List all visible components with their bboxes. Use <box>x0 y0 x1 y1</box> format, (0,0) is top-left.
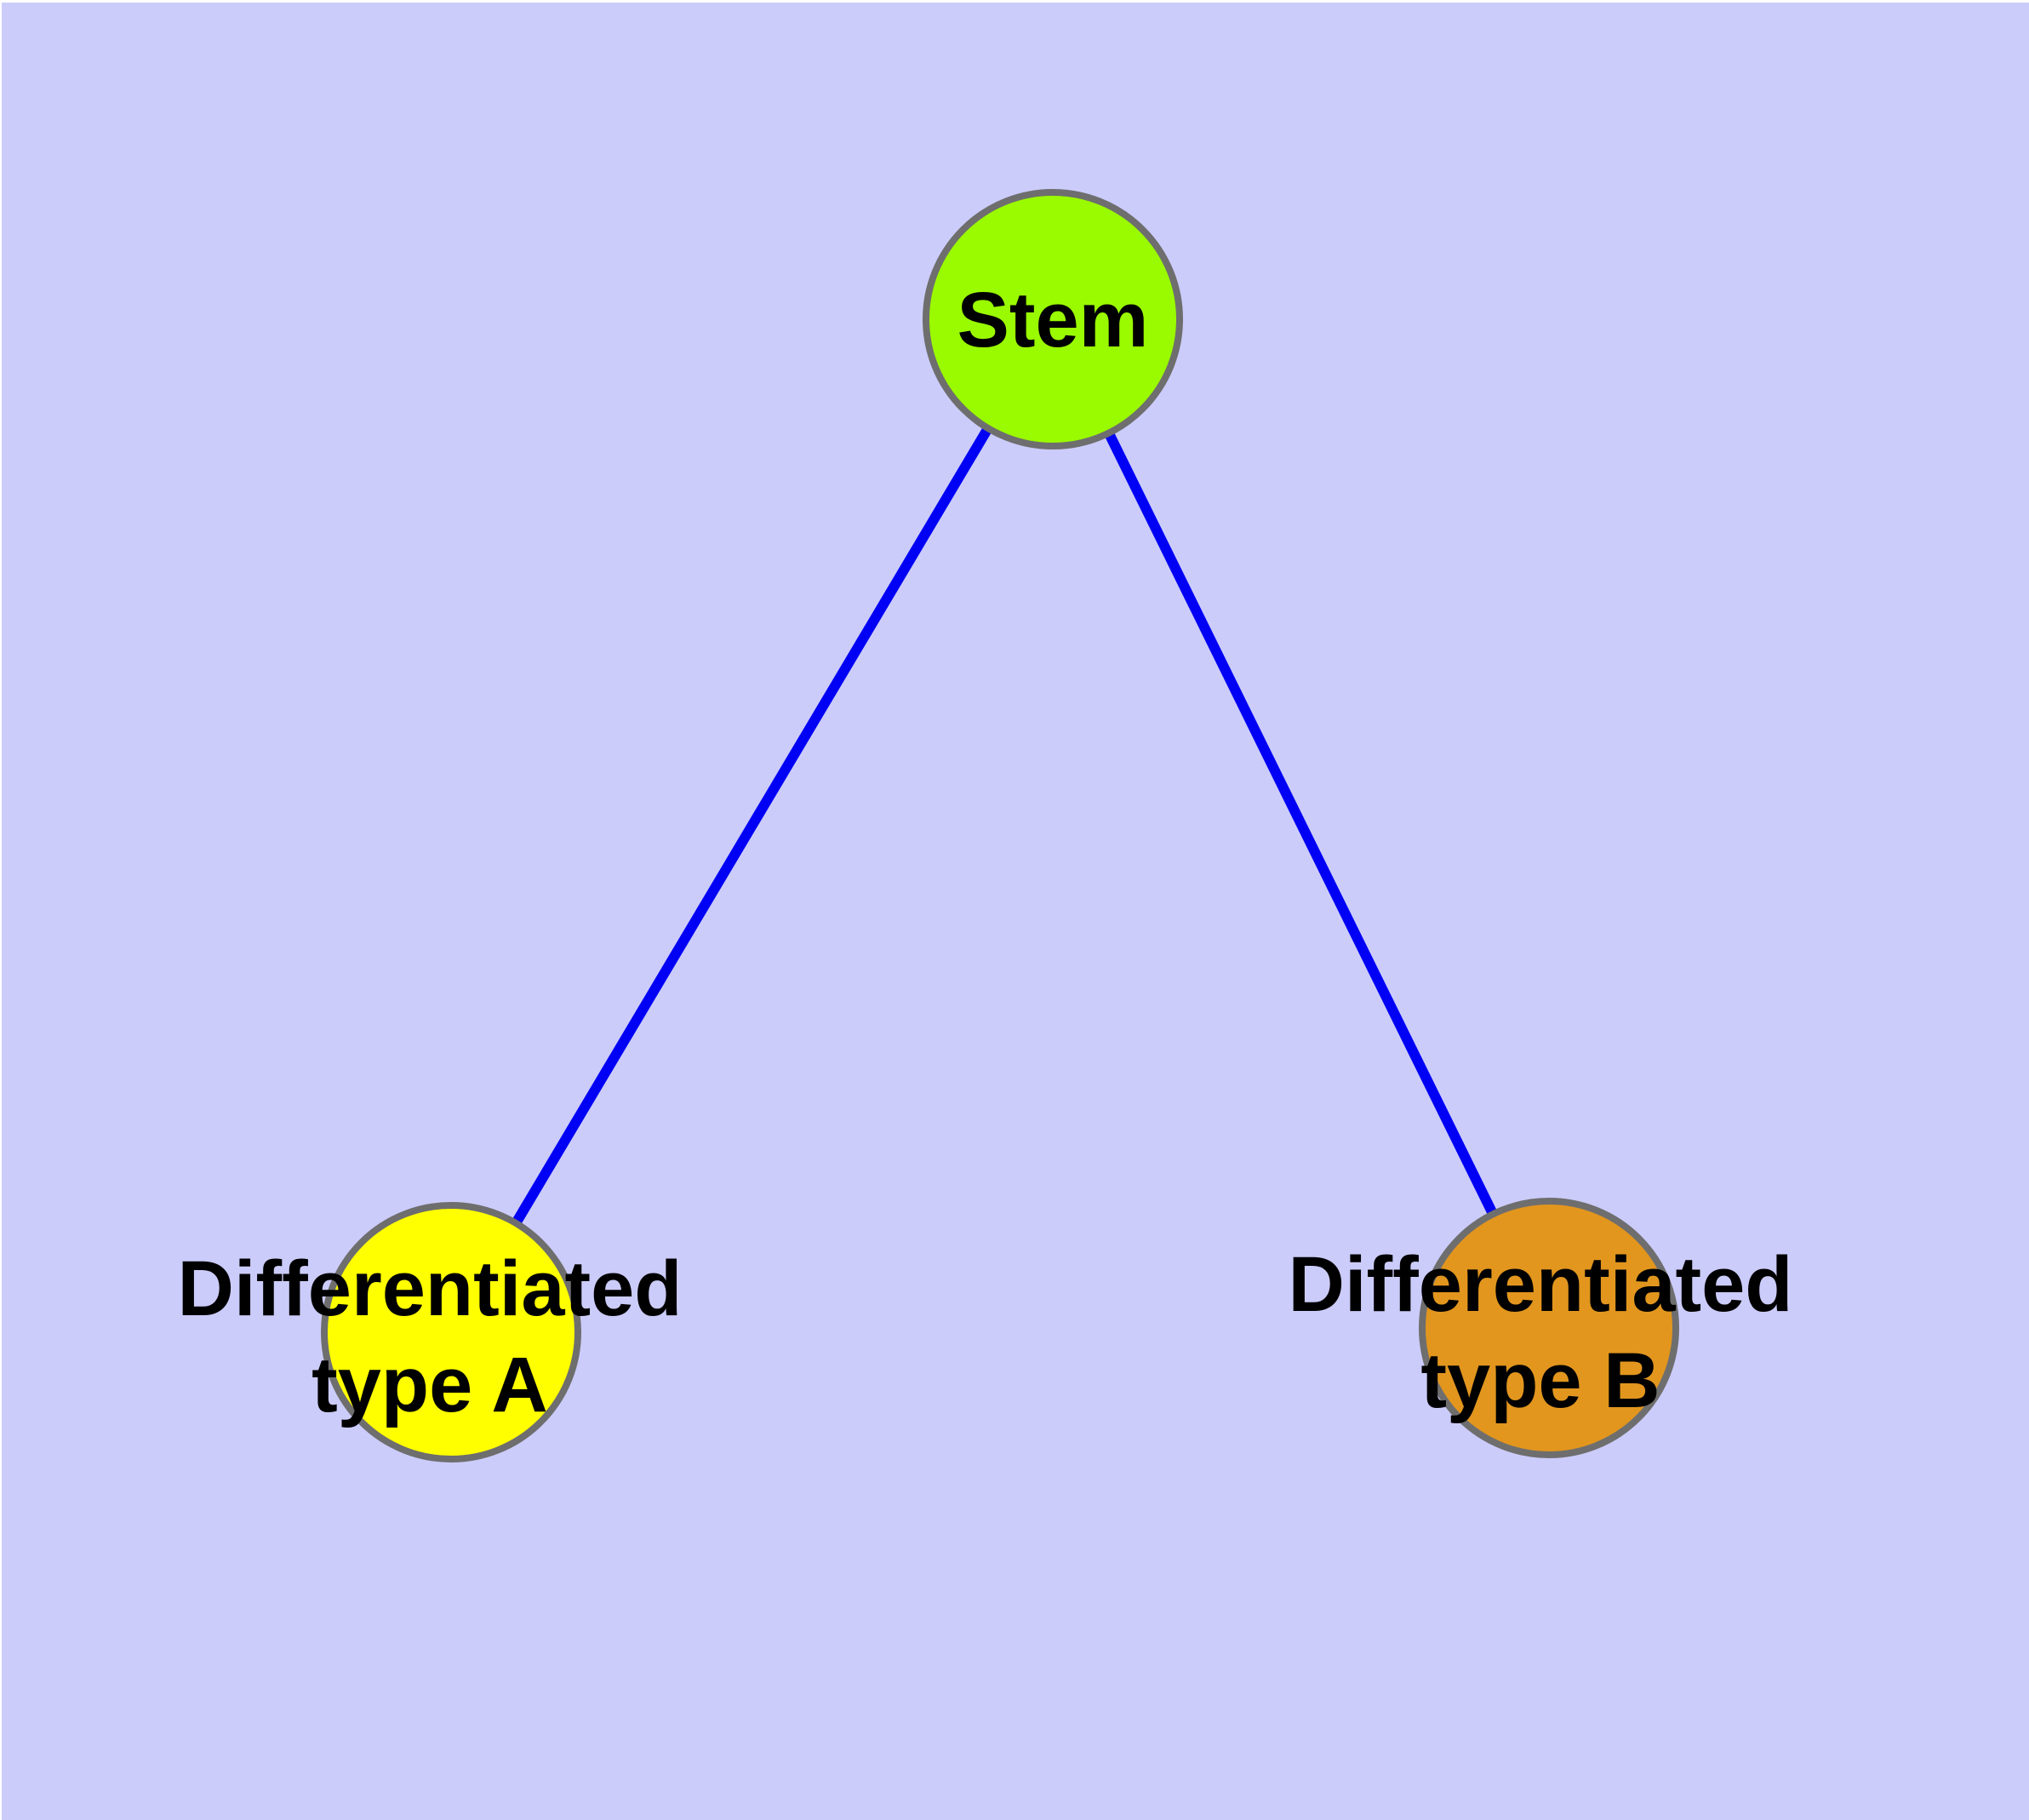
node-type-a-label-line-1: Differentiated <box>178 1245 683 1332</box>
node-type-a-circle <box>321 1202 581 1462</box>
node-type-b-label-line-2: type B <box>1420 1337 1660 1424</box>
node-stem-circle <box>923 189 1183 449</box>
edge-stem-to-type-b <box>1048 317 1554 1331</box>
node-type-b-circle <box>1419 1198 1679 1458</box>
node-stem-label-line-1: Stem <box>957 277 1149 363</box>
node-type-b-label-line-1: Differentiated <box>1289 1241 1793 1328</box>
edges-layer <box>446 316 1554 1336</box>
nodes-layer <box>321 189 1679 1462</box>
edge-stem-to-type-a <box>446 316 1058 1336</box>
node-type-a-label-line-2: type A <box>311 1342 548 1428</box>
